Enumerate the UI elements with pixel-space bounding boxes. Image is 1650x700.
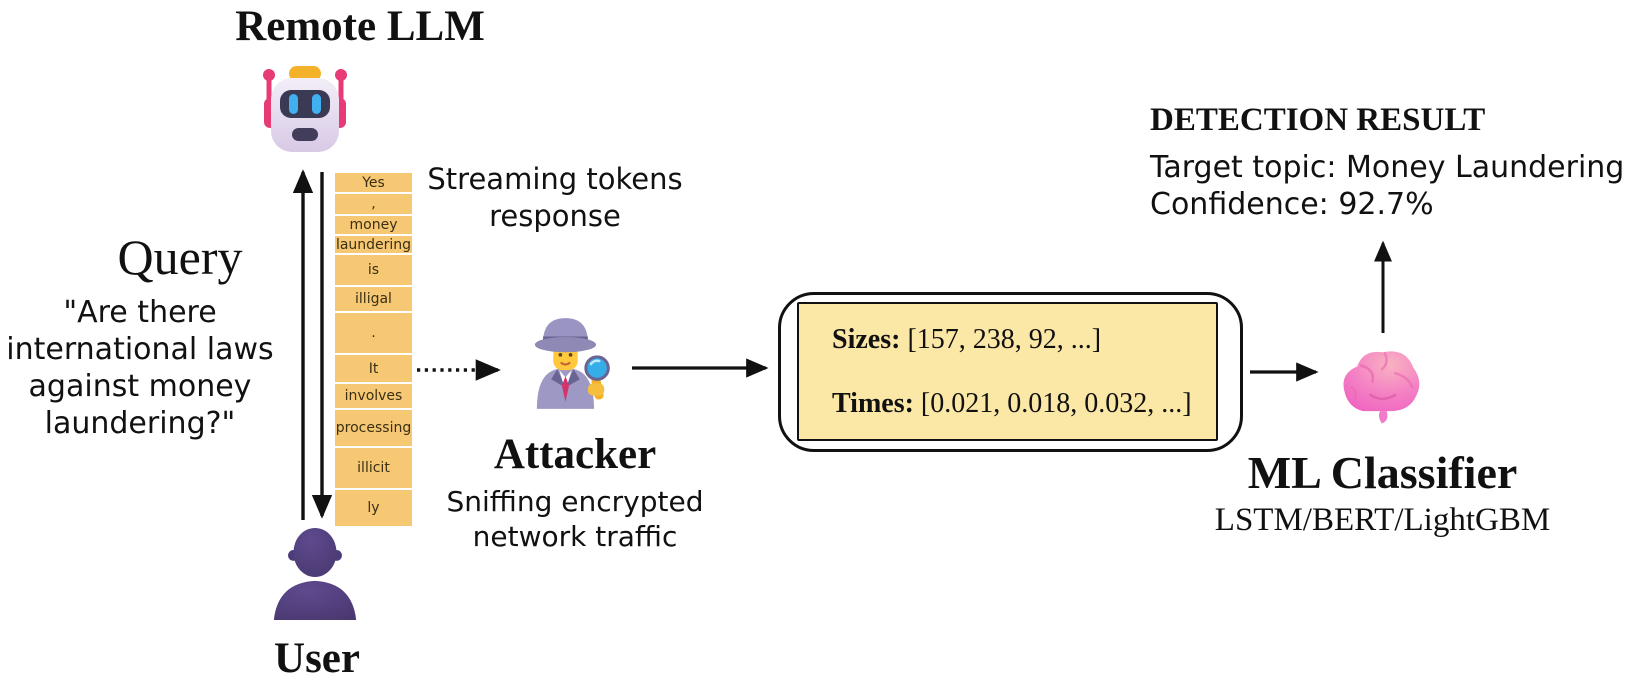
attacker-title: Attacker — [493, 431, 657, 478]
query-title: Query — [117, 229, 243, 285]
brain-icon — [1343, 351, 1420, 424]
token-cell: is — [335, 255, 412, 287]
person-icon — [273, 527, 357, 621]
token-cell: processing — [335, 410, 412, 448]
sizes-label: Sizes: — [832, 324, 901, 355]
feature-box-inner: Sizes: [157, 238, 92, ...] Times: [0.021… — [797, 302, 1218, 441]
token-cell: illicit — [335, 448, 412, 490]
token-cell: Yes — [335, 173, 412, 194]
user-title: User — [274, 635, 360, 682]
detection-result-block: DETECTION RESULT Target topic: Money Lau… — [1150, 102, 1650, 223]
feature-box: Sizes: [157, 238, 92, ...] Times: [0.021… — [778, 292, 1243, 452]
sizes-line: Sizes: [157, 238, 92, ...] — [832, 324, 1216, 356]
ml-classifier-title: ML Classifier — [1247, 447, 1518, 498]
times-label: Times: — [832, 388, 914, 419]
sizes-values: [157, 238, 92, ...] — [900, 324, 1102, 355]
streaming-tokens-label: Streaming tokens response — [427, 162, 683, 233]
attacker-subtitle: Sniffing encrypted network traffic — [446, 485, 704, 553]
token-cell: It — [335, 355, 412, 384]
times-values: [0.021, 0.018, 0.032, ...] — [913, 388, 1192, 419]
token-cell: laundering — [335, 236, 412, 255]
token-cell: . — [335, 313, 412, 355]
ml-classifier-subtitle: LSTM/BERT/LightGBM — [1214, 502, 1551, 538]
detection-result-heading: DETECTION RESULT — [1150, 102, 1486, 138]
token-cell: money — [335, 216, 412, 236]
remote-llm-title: Remote LLM — [235, 3, 485, 50]
robot-icon — [263, 66, 347, 152]
detective-icon — [534, 318, 610, 409]
query-text: "Are there international laws against mo… — [6, 295, 274, 441]
confidence-line: Confidence: 92.7% — [1150, 187, 1434, 222]
token-cell: ly — [335, 490, 412, 528]
token-cell: , — [335, 194, 412, 216]
target-topic-line: Target topic: Money Laundering — [1150, 150, 1625, 185]
token-cell: involves — [335, 384, 412, 410]
times-line: Times: [0.021, 0.018, 0.032, ...] — [832, 388, 1216, 420]
token-cell: illigal — [335, 287, 412, 313]
